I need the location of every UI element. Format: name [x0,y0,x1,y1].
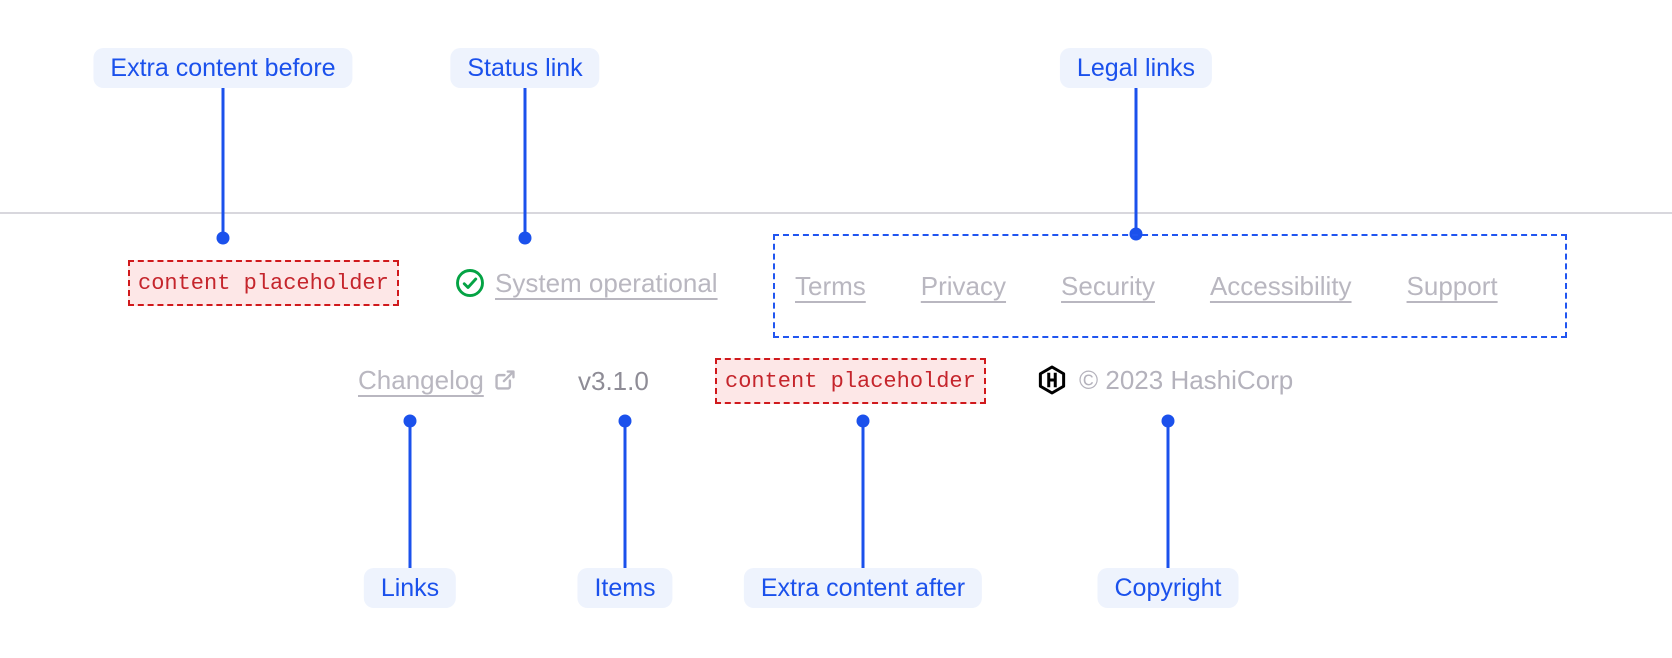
hashicorp-logo [1037,365,1067,395]
copyright-item: © 2023 HashiCorp [1037,365,1293,395]
extra-content-after-placeholder: content placeholder [715,358,986,404]
anchor-dot-extra-content-before [216,231,230,245]
copyright-label: © 2023 HashiCorp [1079,365,1294,395]
legal-link-accessibility[interactable]: Accessibility [1209,271,1352,301]
external-link-icon [492,367,518,393]
callout-items: Items [577,568,673,608]
callout-links: Links [363,568,457,608]
callout-extra-content-after: Extra content after [743,568,983,608]
callout-status-link: Status link [450,48,600,88]
leader-line-extra-content-before [221,88,225,238]
callout-legal-links: Legal links [1059,48,1213,88]
leader-line-copyright [1166,421,1170,568]
leader-line-status-link [523,88,527,238]
legal-links-group: Terms Privacy Security Accessibility Sup… [773,234,1567,338]
legal-link-support[interactable]: Support [1406,271,1498,301]
leader-line-links [408,421,412,568]
callout-copyright: Copyright [1097,568,1239,608]
leader-line-legal-links [1134,88,1138,234]
extra-content-before-placeholder: content placeholder [128,260,399,306]
check-circle-icon [455,268,485,298]
legal-link-privacy[interactable]: Privacy [920,271,1007,301]
leader-line-items [623,421,627,568]
changelog-link[interactable]: Changelog [358,365,518,395]
callout-extra-content-before: Extra content before [93,48,353,88]
version-item: v3.1.0 [578,366,649,396]
status-link-label: System operational [495,268,718,298]
legal-link-terms[interactable]: Terms [795,271,866,301]
leader-line-extra-content-after [861,421,865,568]
legal-link-security[interactable]: Security [1061,271,1155,301]
footer-top-divider [0,212,1672,214]
anchor-dot-status-link [518,231,532,245]
changelog-link-label: Changelog [358,365,484,395]
status-link[interactable]: System operational [455,268,718,298]
